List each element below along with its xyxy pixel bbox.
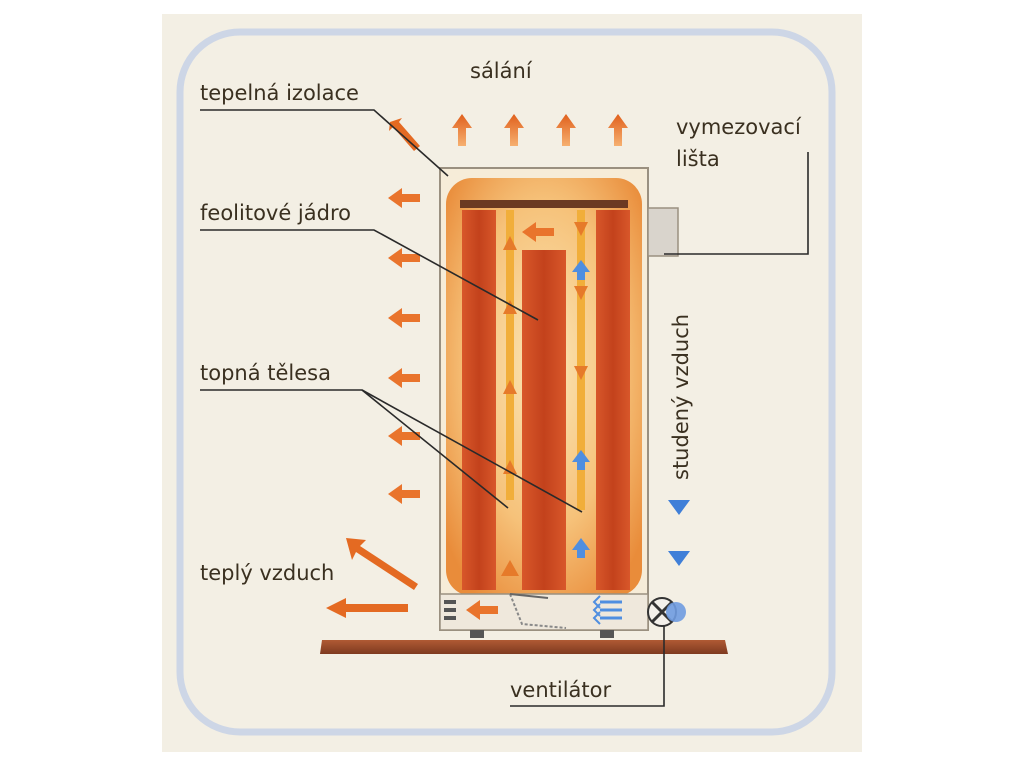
label-feolite-core: feolitové jádro xyxy=(200,201,351,225)
label-thermal-insulation: tepelná izolace xyxy=(200,81,359,105)
leader-insulation xyxy=(200,109,449,177)
core-slab-middle xyxy=(522,250,566,590)
heater-body xyxy=(439,167,649,638)
delimiting-strip xyxy=(647,207,679,257)
label-radiation: sálání xyxy=(470,59,533,83)
heating-rod-right xyxy=(577,210,585,510)
label-fan: ventilátor xyxy=(510,678,612,702)
heating-rod-left xyxy=(506,210,514,500)
warm-air-outlet-arrows xyxy=(326,538,418,618)
label-warm-air: teplý vzduch xyxy=(200,561,334,585)
cold-air-arrows xyxy=(668,500,690,566)
label-heating-elements: topná tělesa xyxy=(200,361,331,385)
label-cold-air: studený vzduch xyxy=(669,314,693,480)
side-warm-arrows xyxy=(388,188,420,504)
leader-core xyxy=(200,229,539,321)
louvres xyxy=(444,600,456,620)
floor xyxy=(320,640,728,654)
radiation-diagonal-arrow xyxy=(389,118,420,151)
core-slab-left xyxy=(462,210,496,590)
internal-cold-flow xyxy=(572,260,622,625)
leader-fan xyxy=(510,626,665,707)
fan-icon xyxy=(647,597,686,627)
radiation-arrows xyxy=(389,114,628,151)
diagram-frame xyxy=(176,28,836,736)
label-delimiting-strip-line1: vymezovací xyxy=(676,115,802,139)
leader-strip xyxy=(664,152,809,255)
leader-rod-right xyxy=(361,389,583,513)
leader-lines xyxy=(200,109,809,707)
label-delimiting-strip-line2: lišta xyxy=(676,147,720,171)
core-slab-right xyxy=(596,210,630,590)
